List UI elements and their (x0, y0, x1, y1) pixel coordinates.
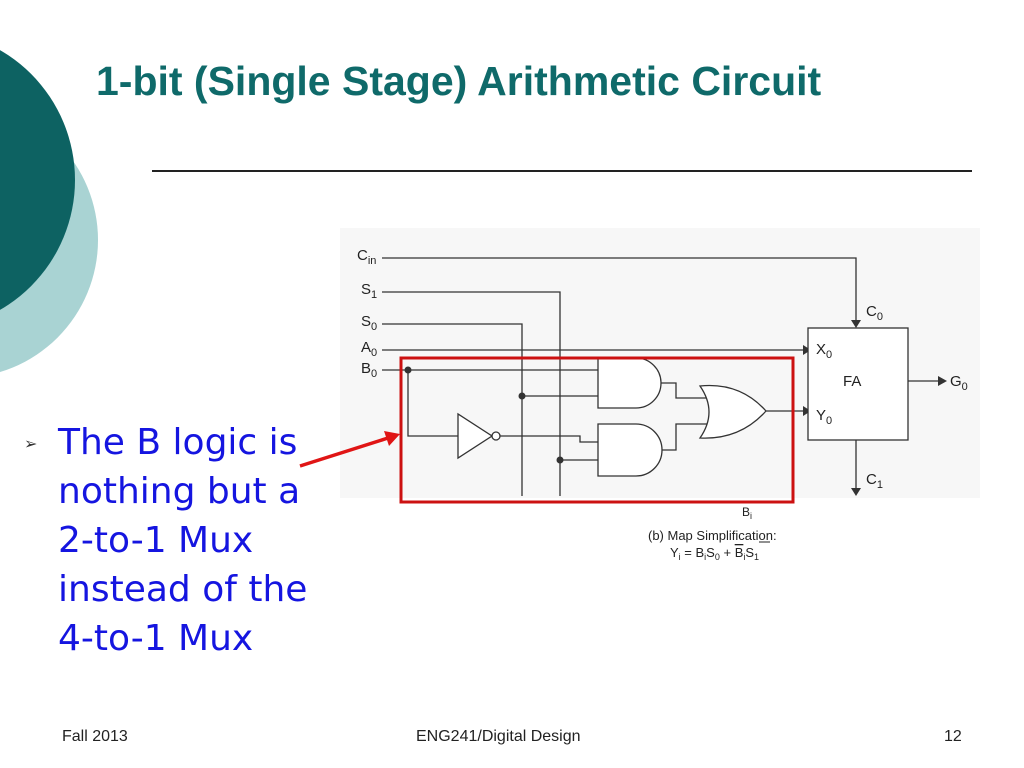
arrowheads (803, 320, 947, 496)
footer-left: Fall 2013 (62, 728, 128, 745)
dark-teal-circle (0, 50, 75, 310)
y0-label: Y0 (816, 407, 832, 427)
cin-label: Cin (357, 247, 376, 267)
bullet-line: 4-to-1 Mux (58, 618, 254, 659)
arithmetic-circuit-diagram: Cin S1 S0 A0 B0 (340, 228, 980, 562)
footer-page-number: 12 (944, 728, 962, 745)
slide-title: 1-bit (Single Stage) Arithmetic Circuit (96, 58, 822, 104)
bullet-text: The B logic is nothing but a 2-to-1 Mux … (58, 418, 358, 663)
a0-label: A0 (361, 339, 377, 359)
bullet-line: instead of the (58, 569, 308, 610)
b0-label: B0 (361, 360, 377, 380)
and-gate-bottom (597, 423, 663, 477)
junction-dots (404, 366, 564, 464)
bi-label: Bi (742, 505, 752, 521)
or-gate (698, 384, 767, 439)
b-logic-highlight-box (399, 356, 795, 504)
not-gate (457, 412, 501, 460)
bullet-line: The B logic is (58, 422, 298, 463)
fa-label: FA (843, 373, 861, 390)
and-gate-top (597, 357, 662, 409)
s1-label: S1 (361, 281, 377, 301)
bullet-arrow-icon: ➢ (24, 436, 38, 453)
bullet-line: 2-to-1 Mux (58, 520, 254, 561)
x0-label: X0 (816, 341, 832, 361)
caption-line-1: (b) Map Simplification: (648, 528, 777, 543)
c0-label: C0 (866, 303, 883, 323)
title-underline (152, 170, 972, 172)
full-adder-block (807, 327, 909, 441)
caption-line-2: Yi = BiS0 + BiS1 (670, 545, 759, 562)
g0-label: G0 (950, 373, 968, 393)
footer-center: ENG241/Digital Design (416, 728, 581, 745)
bullet-line: nothing but a (58, 471, 301, 512)
c1-label: C1 (866, 471, 883, 491)
decorative-circles (0, 50, 98, 373)
s0-label: S0 (361, 313, 377, 333)
circuit-wires (382, 257, 940, 496)
